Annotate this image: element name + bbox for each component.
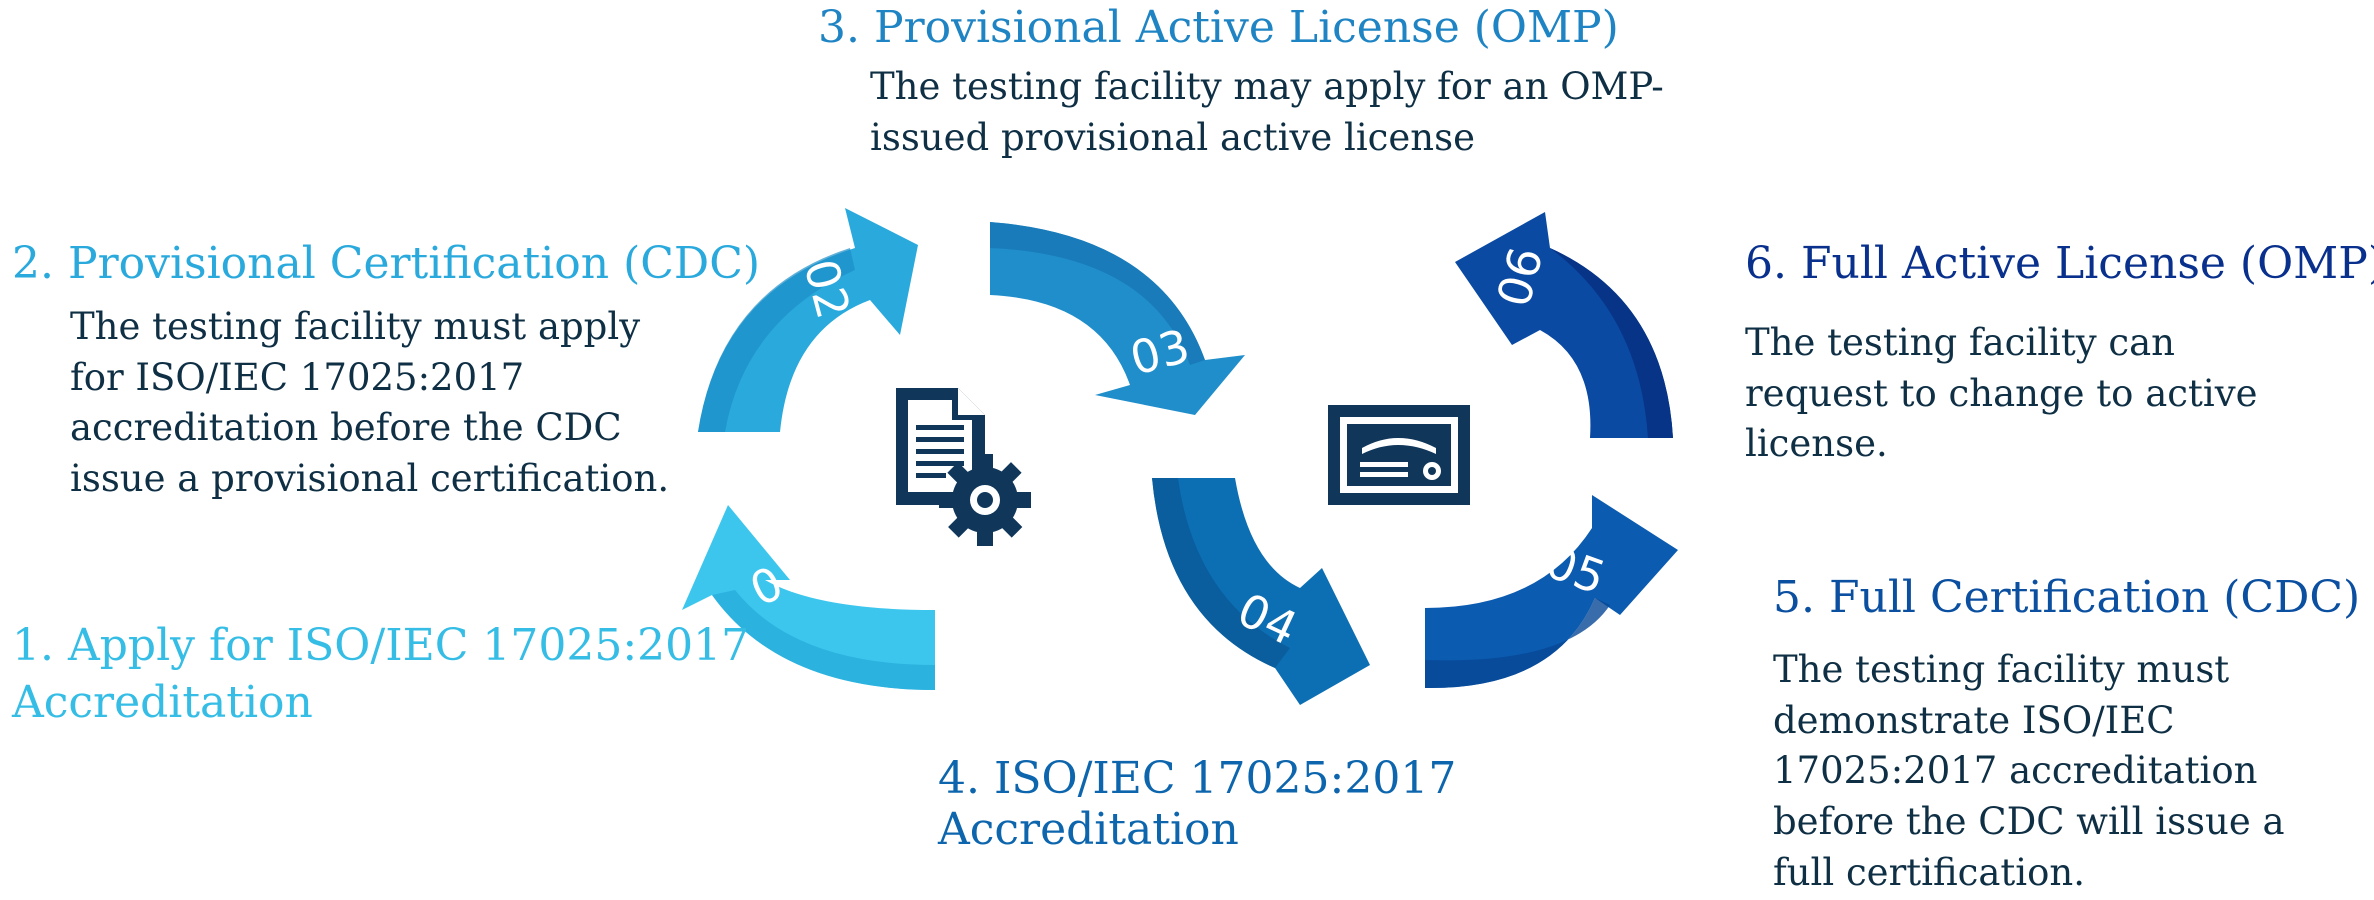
step-2-description: The testing facility must apply for ISO/…: [70, 305, 670, 501]
step-3-description: The testing facility may apply for an OM…: [870, 65, 1664, 159]
certificate-icon: [1328, 405, 1470, 505]
step-4-title: 4. ISO/IEC 17025:2017 Accreditation: [938, 753, 1457, 856]
step-6-title: 6. Full Active License (OMP): [1745, 238, 2374, 289]
step-1-title: 1. Apply for ISO/IEC 17025:2017 Accredit…: [12, 620, 750, 729]
arrow-03: 03: [990, 222, 1245, 415]
arrow-06: 06: [1455, 212, 1673, 438]
arrow-04: 04: [1152, 478, 1370, 705]
arrow-02: 02: [698, 208, 918, 432]
arrow-01: 01: [682, 505, 935, 690]
step-6-description: The testing facility can request to chan…: [1745, 321, 2258, 466]
step-5-title: 5. Full Certification (CDC): [1773, 572, 2361, 623]
step-5-description: The testing facility must demonstrate IS…: [1773, 648, 2285, 894]
step-2-title: 2. Provisional Certification (CDC): [12, 238, 761, 289]
step-3-title: 3. Provisional Active License (OMP): [818, 2, 1619, 53]
document-gear-icon: [896, 388, 1031, 546]
arrow-05: 05: [1425, 495, 1678, 689]
